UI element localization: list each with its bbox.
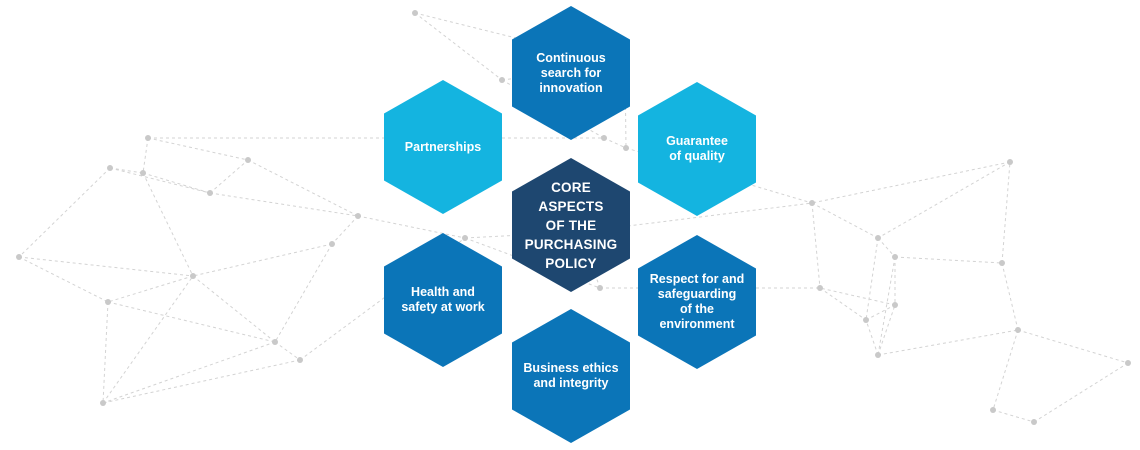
hex-core-aspects: CORE ASPECTS OF THE PURCHASING POLICY [512, 158, 630, 292]
network-edge [209, 192, 359, 217]
hex-environment: Respect for and safeguarding of the envi… [638, 235, 756, 369]
network-edge [274, 341, 301, 361]
network-node [145, 135, 151, 141]
network-edge [414, 12, 503, 81]
hex-business-ethics: Business ethics and integrity [512, 309, 630, 443]
network-edge [811, 202, 879, 239]
network-edge [811, 161, 1011, 204]
network-edge [102, 359, 301, 404]
network-node [412, 10, 418, 16]
network-node [597, 285, 603, 291]
network-node [272, 339, 278, 345]
hex-innovation: Continuous search for innovation [512, 6, 630, 140]
network-edge [877, 256, 896, 356]
network-node [499, 77, 505, 83]
network-edge [107, 301, 276, 343]
network-edge [877, 329, 1019, 356]
network-edge [18, 256, 194, 277]
network-edge [1001, 262, 1019, 331]
network-node [462, 235, 468, 241]
hex-business-ethics-label: Business ethics and integrity [523, 361, 619, 390]
network-edge [331, 215, 359, 245]
network-node [623, 145, 629, 151]
network-node [16, 254, 22, 260]
network-edge [192, 275, 276, 343]
network-node [100, 400, 106, 406]
hex-quality-label: Guarantee of quality [666, 134, 728, 163]
network-node [999, 260, 1005, 266]
network-node [601, 135, 607, 141]
network-edge [299, 237, 466, 361]
network-edge [109, 167, 211, 194]
hex-quality: Guarantee of quality [638, 82, 756, 216]
network-edge [102, 341, 276, 404]
network-edge [865, 237, 879, 321]
network-edge [109, 167, 144, 174]
network-node [817, 285, 823, 291]
network-edge [464, 231, 581, 239]
network-node [140, 170, 146, 176]
network-node [1125, 360, 1131, 366]
network-node [355, 213, 361, 219]
network-node [892, 254, 898, 260]
network-node [863, 317, 869, 323]
network-node [809, 200, 815, 206]
network-edge [357, 215, 466, 239]
network-node [1007, 159, 1013, 165]
network-node [892, 302, 898, 308]
network-node [297, 357, 303, 363]
network-node [207, 190, 213, 196]
network-edge [865, 304, 896, 321]
network-node [1015, 327, 1021, 333]
hex-innovation-label: Continuous search for innovation [536, 50, 606, 95]
network-edge [992, 409, 1035, 423]
network-edge [147, 137, 249, 161]
network-edge [274, 243, 333, 343]
network-node [105, 299, 111, 305]
network-node [1031, 419, 1037, 425]
network-edge [877, 304, 896, 356]
network-edge [1001, 161, 1011, 264]
network-node [245, 157, 251, 163]
network-node [875, 352, 881, 358]
network-node [190, 273, 196, 279]
network-edge [107, 275, 194, 303]
network-edge [192, 243, 333, 277]
network-edge [209, 159, 249, 194]
network-edge [865, 319, 879, 356]
network-edge [102, 301, 109, 404]
network-edge [819, 287, 896, 306]
network-edge [819, 287, 867, 321]
network-edge [992, 329, 1019, 411]
network-node [107, 165, 113, 171]
network-edge [247, 159, 359, 217]
network-node [990, 407, 996, 413]
network-edge [877, 161, 1011, 239]
network-edge [811, 202, 821, 289]
hex-health-safety-label: Health and safety at work [401, 285, 485, 314]
network-edge [894, 256, 1003, 264]
hex-partnerships-label: Partnerships [404, 139, 482, 154]
core-aspects-title: CORE ASPECTS OF THE PURCHASING POLICY [524, 179, 618, 271]
network-node [875, 235, 881, 241]
network-edge [102, 275, 194, 404]
network-edge [18, 256, 109, 303]
network-node [329, 241, 335, 247]
network-edge [603, 137, 627, 149]
network-edge [877, 237, 896, 258]
network-edge [18, 167, 111, 258]
network-edge [142, 137, 149, 174]
network-edge [142, 172, 194, 277]
network-edge [1033, 362, 1129, 423]
hex-environment-label: Respect for and safeguarding of the envi… [649, 272, 745, 331]
network-edge [1017, 329, 1129, 364]
